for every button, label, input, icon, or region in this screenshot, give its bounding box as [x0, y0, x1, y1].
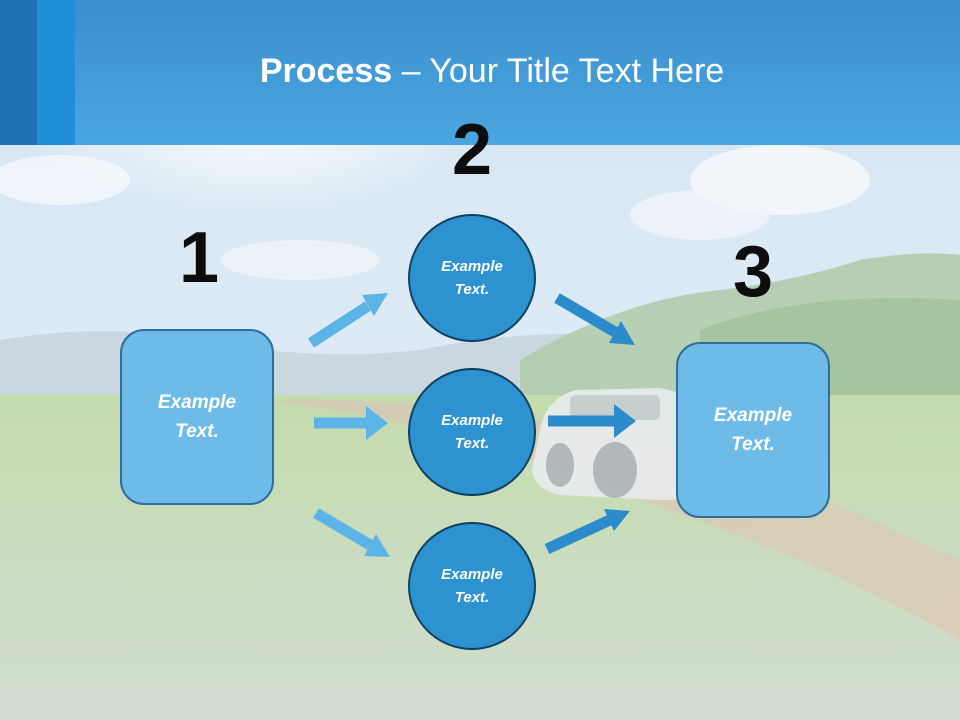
arrow-left-to-top [308, 293, 388, 348]
arrow-middle-to-right [548, 404, 636, 438]
page-title: Process – Your Title Text Here [0, 52, 960, 91]
header-bar [0, 0, 960, 145]
step-number-3: 3 [732, 232, 774, 312]
step-number-1: 1 [178, 218, 220, 298]
step-2-circle-bottom: Example Text. [408, 522, 536, 650]
header-accent-band [0, 0, 37, 145]
arrow-left-to-middle [314, 406, 388, 440]
step-2-circle-middle: Example Text. [408, 368, 536, 496]
circle-middle-text: Example Text. [441, 412, 503, 452]
circle-top-text: Example Text. [441, 258, 503, 298]
header-accent-band-light [37, 0, 75, 145]
arrow-left-to-bottom [313, 508, 390, 557]
title-rest: – Your Title Text Here [392, 52, 725, 90]
step-1-text: Example Text. [157, 392, 237, 442]
step-3-box: Example Text. [676, 342, 830, 518]
arrow-top-to-right [554, 293, 635, 345]
title-bold: Process [259, 52, 393, 90]
step-2-circle-top: Example Text. [408, 214, 536, 342]
circle-bottom-text: Example Text. [441, 566, 503, 606]
step-3-text: Example Text. [713, 405, 793, 455]
step-1-box: Example Text. [120, 329, 274, 505]
arrow-bottom-to-right [544, 509, 630, 554]
step-number-2: 2 [451, 110, 493, 190]
